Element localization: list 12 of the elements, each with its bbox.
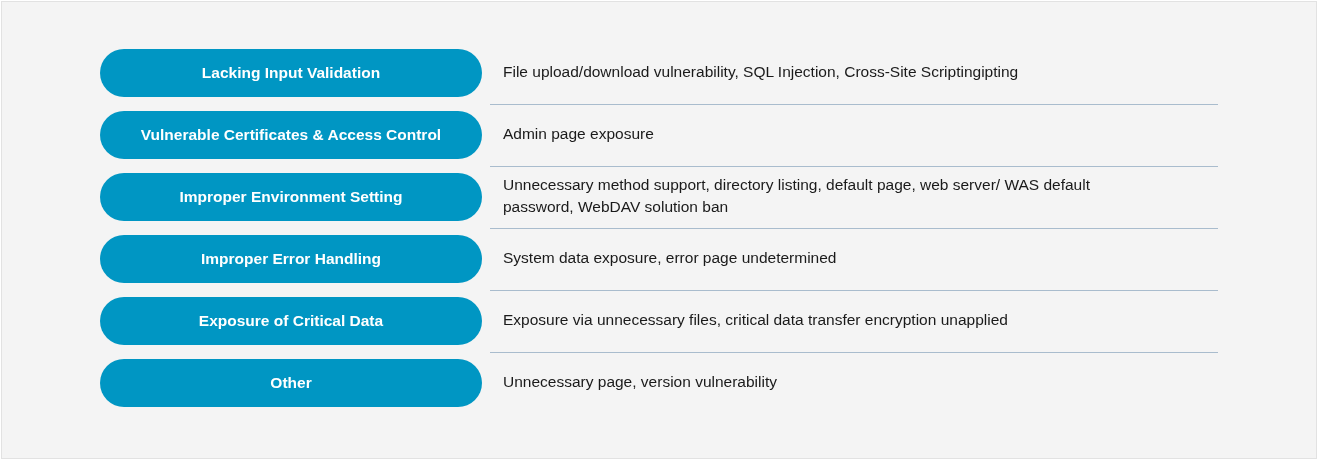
description-text: Unnecessary method support, directory listing, default page, web server/ WAS default password, WebDAV solution ban bbox=[503, 175, 1091, 217]
category-pill: Exposure of Critical Data bbox=[100, 297, 482, 345]
description-text: System data exposure, error page undetermined bbox=[503, 248, 838, 268]
description-text: File upload/download vulnerability, SQL Injection, Cross-Site Scriptingipting bbox=[503, 62, 1020, 82]
description-text: Admin page exposure bbox=[503, 124, 655, 144]
category-pill: Improper Environment Setting bbox=[100, 173, 482, 221]
category-pill: Lacking Input Validation bbox=[100, 49, 482, 97]
description-text: Unnecessary page, version vulnerability bbox=[503, 372, 778, 392]
category-pill: Improper Error Handling bbox=[100, 235, 482, 283]
category-pill: Other bbox=[100, 359, 482, 407]
category-pill: Vulnerable Certificates & Access Control bbox=[100, 111, 482, 159]
description-text: Exposure via unnecessary files, critical data transfer encryption unapplied bbox=[503, 310, 1009, 330]
